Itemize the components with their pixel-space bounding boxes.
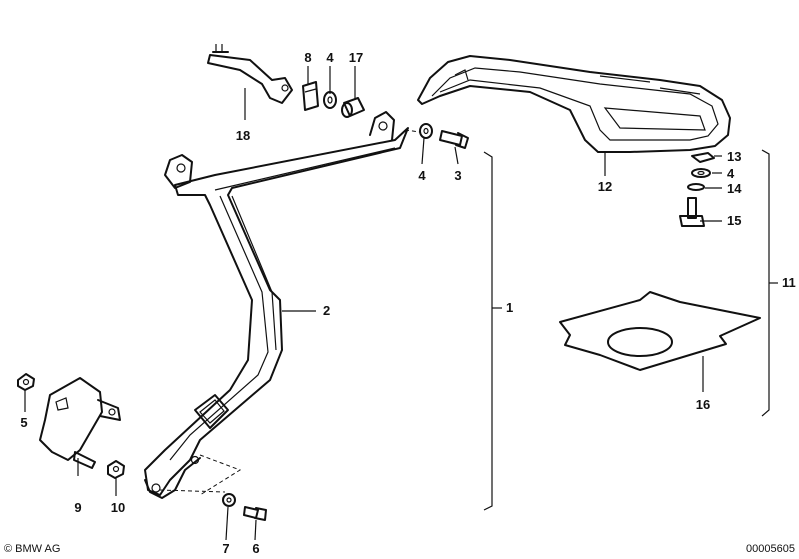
leader-lines [24,66,722,541]
spacer-part-17 [341,97,365,118]
copyright-text: © BMW AG [4,543,60,555]
grab-handle-part-12 [417,55,731,153]
washer-part-4c [691,168,711,178]
group-bracket-11 [761,149,778,417]
carrier-frame-part [144,111,421,499]
bracket-part-18 [207,44,293,104]
bolt-part-15 [679,197,705,227]
label-4c: 4 [727,166,735,181]
label-7: 7 [222,541,229,556]
gasket-part-16 [559,291,761,371]
label-4a: 4 [326,50,334,65]
group-bracket-1 [483,151,502,511]
label-17: 17 [349,50,363,65]
label-14: 14 [727,181,742,196]
label-6: 6 [252,541,259,556]
nut-part-13 [691,152,715,163]
label-18: 18 [236,128,250,143]
label-16: 16 [696,397,710,412]
callout-labels: 18 8 4 17 4 3 2 1 12 13 4 14 15 11 16 5 … [20,50,795,556]
washer-part-4b [419,123,433,139]
label-4b: 4 [418,168,426,183]
label-11: 11 [782,275,796,290]
label-5: 5 [20,415,27,430]
diagram-code: 00005605 [746,543,795,555]
nut-part-10 [107,460,125,479]
label-10: 10 [111,500,125,515]
washer-part-4a [323,91,337,109]
washer-part-7 [222,493,236,507]
bolt-part-6 [243,506,267,521]
label-2: 2 [323,303,330,318]
nut-part-5 [17,373,35,391]
lock-washer-part-14 [687,183,705,191]
label-3: 3 [454,168,461,183]
mount-bracket-part-9 [39,377,121,469]
bolt-part-3 [439,130,469,149]
label-9: 9 [74,500,81,515]
label-13: 13 [727,149,741,164]
clip-nut-part-8 [302,81,319,111]
label-12: 12 [598,179,612,194]
label-1: 1 [506,300,513,315]
label-8: 8 [304,50,311,65]
label-15: 15 [727,213,741,228]
